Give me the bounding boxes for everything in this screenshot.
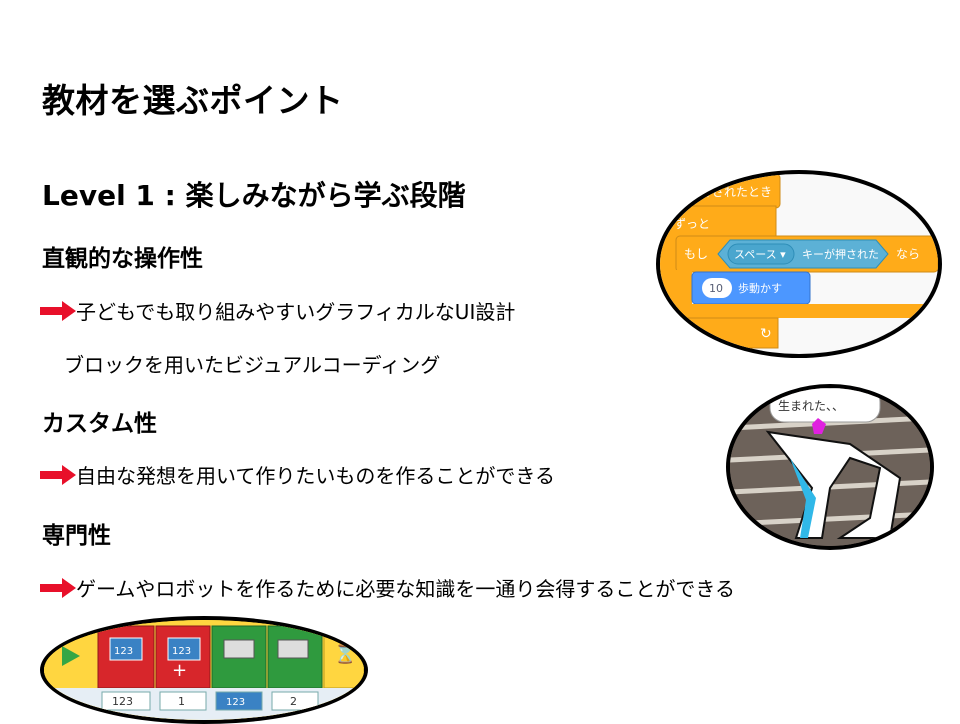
section-heading-intuitive: 直観的な操作性 [42,246,203,272]
sensor-wait-icon [277,639,309,659]
level-heading: Level 1 : 楽しみながら学ぶ段階 [42,179,466,212]
math-block-label: 123 [172,646,191,657]
game-screenshot-image: 生まれた、、 [726,384,934,550]
bullet-text: 子どもでも取り組みやすいグラフィカルなUI設計 [76,300,516,324]
bullet-text: 自由な発想を用いて作りたいものを作ることができる [76,464,555,488]
hourglass-icon: ⌛ [334,643,356,665]
value-field-1: 123 [112,695,133,708]
then-text: なら [896,247,920,261]
variable-block-label: 123 [114,646,133,657]
play-icon [62,646,80,666]
value-field-3: 123 [226,697,245,708]
bullet-item: 子どもでも取り組みやすいグラフィカルなUI設計 [40,296,515,325]
sprite-head [812,418,826,434]
plus-icon: + [172,660,187,681]
game-scene: 生まれた、、 [730,388,930,546]
bullet-item: 自由な発想を用いて作りたいものを作ることができる [40,460,555,489]
key-dropdown: スペース ▾ [734,248,786,261]
slide-title: 教材を選ぶポイント [42,81,344,120]
section-heading-custom: カスタム性 [42,411,157,437]
red-arrow-icon [40,300,76,321]
sprite-character [765,430,902,539]
red-arrow-icon [40,464,76,485]
bullet-text: ゲームやロボットを作るために必要な知識を一通り会得することができる [76,577,735,601]
section-heading-expertise: 専門性 [42,523,111,549]
sensor-icon [223,639,255,659]
loop-arrow-icon: ↻ [760,326,772,342]
scratch-blocks: 押されたとき ずっと もし スペース ▾ キーが押された なら 10 歩動かす … [660,174,938,349]
key-pressed-text: キーが押された [802,247,879,261]
hat-block-text: 押されたとき [700,185,772,199]
ev3-program-image: 123 123 + ⌛ 123 1 123 2 [40,616,368,724]
bullet-item: ゲームやロボットを作るために必要な知識を一通り会得することができる [40,573,735,602]
move-block-text: 歩動かす [738,281,782,295]
if-block-text: もし [684,247,708,261]
ev3-blocks: 123 123 + ⌛ 123 1 123 2 [44,620,364,720]
bullet-text-plain: ブロックを用いたビジュアルコーディング [64,353,441,377]
move-steps-value: 10 [709,282,723,295]
speech-bubble-text: 生まれた、、 [778,399,844,413]
red-arrow-icon [40,577,76,598]
scratch-code-image: 押されたとき ずっと もし スペース ▾ キーが押された なら 10 歩動かす … [656,170,942,358]
value-field-2: 1 [178,695,185,708]
value-field-4: 2 [290,695,297,708]
forever-block-text: ずっと [674,217,710,231]
